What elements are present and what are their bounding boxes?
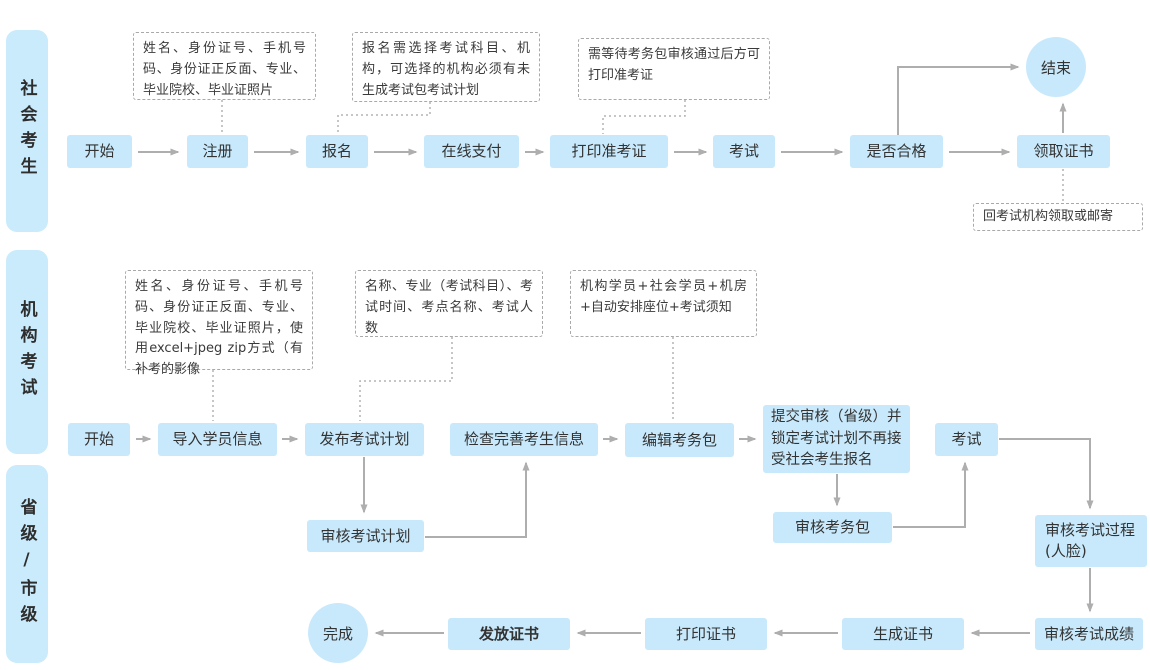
node-social-signup: 报名 — [306, 135, 368, 168]
lane-label-institution-exam: 机构考试 — [6, 250, 48, 454]
node-gov-review-exam-process-face: 审核考试过程(人脸) — [1035, 515, 1147, 567]
node-social-online-pay: 在线支付 — [424, 135, 519, 168]
node-org-check-candidate-info: 检查完善考生信息 — [450, 423, 598, 456]
node-social-print-admission-ticket: 打印准考证 — [550, 135, 668, 168]
node-gov-review-exam-package: 审核考务包 — [773, 512, 892, 543]
node-org-import-students: 导入学员信息 — [158, 423, 277, 456]
node-social-end: 结束 — [1026, 37, 1086, 97]
node-social-pass-or-not: 是否合格 — [850, 135, 943, 168]
node-social-register: 注册 — [187, 135, 248, 168]
lane-label-provincial-city: 省级/市级 — [6, 465, 48, 663]
node-org-publish-exam-plan: 发布考试计划 — [305, 423, 424, 456]
node-org-start: 开始 — [68, 423, 130, 456]
lane-label-social-candidate: 社会考生 — [6, 30, 48, 232]
note-certificate-pickup: 回考试机构领取或邮寄 — [973, 203, 1143, 231]
node-gov-generate-certificate: 生成证书 — [842, 618, 964, 650]
node-social-get-certificate: 领取证书 — [1017, 135, 1110, 168]
note-signup-requirements: 报名需选择考试科目、机构，可选择的机构必须有未生成考试包考试计划 — [352, 32, 540, 102]
node-org-exam: 考试 — [935, 423, 998, 456]
node-gov-review-exam-results: 审核考试成绩 — [1035, 618, 1143, 650]
node-gov-issue-certificate: 发放证书 — [448, 618, 570, 650]
node-gov-print-certificate: 打印证书 — [645, 618, 767, 650]
note-admission-ticket-requirement: 需等待考务包审核通过后方可打印准考证 — [578, 38, 770, 100]
node-gov-review-exam-plan: 审核考试计划 — [307, 520, 424, 552]
note-import-requirements: 姓名、身份证号、手机号码、身份证正反面、专业、毕业院校、毕业证照片，使用exce… — [125, 270, 313, 377]
note-exam-plan-fields: 名称、专业（考试科目）、考试时间、考点名称、考试人数 — [355, 270, 543, 337]
node-social-exam: 考试 — [713, 135, 775, 168]
note-register-requirements: 姓名、身份证号、手机号码、身份证正反面、专业、毕业院校、毕业证照片 — [133, 32, 316, 100]
note-exam-package-contents: 机构学员+社会学员+机房+自动安排座位+考试须知 — [570, 270, 757, 337]
node-org-submit-for-review: 提交审核（省级）并锁定考试计划不再接受社会考生报名 — [763, 405, 910, 473]
node-social-start: 开始 — [67, 135, 132, 168]
node-org-edit-exam-package: 编辑考务包 — [625, 423, 734, 457]
node-gov-done: 完成 — [308, 603, 368, 663]
